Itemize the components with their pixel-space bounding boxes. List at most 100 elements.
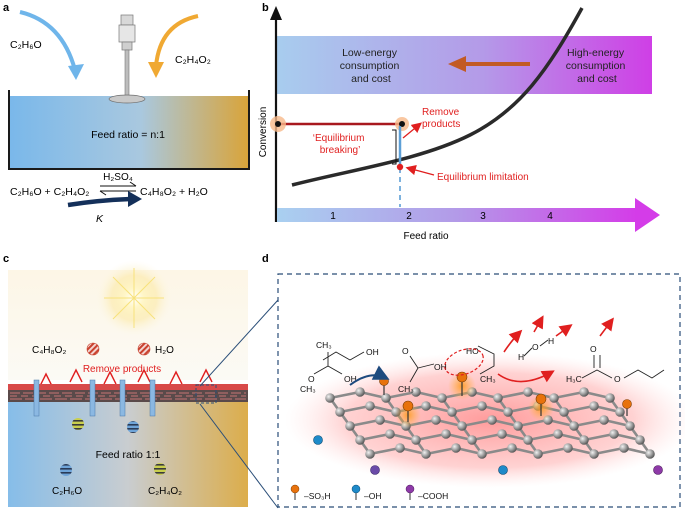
cooh-group-icon (370, 465, 380, 475)
lattice-atom (411, 387, 421, 397)
lattice-bond (349, 418, 381, 428)
panel-a: a C₂H₆O C₂H₄O₂ Feed ratio = n:1 C₂H₆O + … (3, 2, 250, 225)
equilibrium-curve (291, 7, 584, 187)
low-energy-label: Low-energy consumption and cost (340, 47, 402, 85)
zoom-line-top (199, 299, 279, 387)
lattice-bond (415, 432, 447, 442)
rate-arrow (67, 196, 133, 208)
panel-d: d OH (262, 253, 685, 508)
lattice-atom (345, 421, 355, 431)
gain-bracket (392, 129, 397, 165)
lattice-bond (553, 390, 585, 400)
lattice-atom (599, 415, 609, 425)
lattice-bond (537, 446, 569, 456)
lattice-bond (497, 390, 529, 400)
lattice-atom (365, 449, 375, 459)
svg-text:HO: HO (466, 346, 479, 356)
catalyst-label: H₂SO₄ (103, 172, 133, 183)
lattice-atom (625, 421, 635, 431)
svg-text:CH₃: CH₃ (316, 340, 332, 350)
svg-text:O: O (402, 346, 409, 356)
liquid-phase (8, 402, 248, 507)
lattice-atom (385, 429, 395, 439)
panel-letter-b: b (262, 2, 269, 14)
panel-letter-d: d (262, 253, 269, 265)
equilibrium-limitation-label: Equilibrium limitation (437, 172, 529, 183)
lattice-atom (579, 435, 589, 445)
lattice-bond (359, 432, 391, 442)
lattice-atom (523, 435, 533, 445)
legend-oh-label: –OH (364, 491, 381, 501)
lattice-atom (325, 393, 335, 403)
ethanol-molecule-icon (127, 421, 139, 433)
feed-ratio-label-c: Feed ratio 1:1 (96, 449, 161, 461)
equilibrium-arrows (99, 181, 137, 196)
reactor-liquid (10, 96, 248, 168)
remove-products-arrow (402, 122, 423, 139)
equilibrium-breaking-label: ‘Equilibrium breaking’ (313, 133, 367, 156)
x-axis-arrowhead (635, 198, 660, 232)
upward-arrows (39, 368, 213, 387)
lattice-bond (481, 446, 513, 456)
lattice-bond (573, 418, 605, 428)
catalyst-glow (285, 352, 685, 488)
lattice-bond (517, 418, 549, 428)
lattice-atom (553, 429, 563, 439)
svg-text:CH₃: CH₃ (398, 384, 414, 394)
lattice-bond (593, 446, 625, 456)
lattice-atom (635, 435, 645, 445)
so3h-group-icon (456, 371, 468, 383)
ethanol-molecule-icon (60, 464, 72, 476)
zoom-line-bottom (199, 403, 279, 509)
reactant-acid-label-c: C₂H₄O₂ (148, 486, 182, 497)
start-point (275, 121, 281, 127)
oh-group-icon (498, 465, 508, 475)
legend-so3h-label: –SO₃H (304, 491, 331, 501)
lattice-atom (421, 449, 431, 459)
acid-molecule-icon (72, 418, 84, 430)
so3h-group-icon (535, 393, 547, 405)
remove-products-label-c: Remove products (83, 364, 161, 375)
lattice-bond (385, 390, 417, 400)
limitation-arrow (405, 165, 435, 176)
remove-products-label: Remove products (422, 107, 462, 130)
sun-rays (104, 268, 164, 328)
membrane-top-layer (8, 384, 248, 390)
graphene-lattice (325, 387, 655, 459)
lattice-atom (497, 429, 507, 439)
x-tick-label: 2 (406, 211, 412, 222)
reactant-ethanol-label: C₂H₆O (10, 39, 42, 51)
feed-ratio-label: Feed ratio = n:1 (91, 129, 165, 141)
channel-pillars (33, 379, 156, 417)
y-axis-label: Conversion (258, 107, 269, 158)
lattice-atom (605, 393, 615, 403)
lattice-atom (381, 393, 391, 403)
x-axis-label: Feed ratio (403, 231, 448, 242)
membrane-stripes (10, 392, 246, 400)
svg-text:CH₃: CH₃ (480, 374, 496, 384)
svg-text:O: O (532, 342, 539, 352)
lattice-atom (431, 415, 441, 425)
x-axis-bar (277, 208, 637, 222)
lattice-atom (477, 401, 487, 411)
lattice-atom (609, 429, 619, 439)
so3h-group-icon (402, 400, 414, 412)
lattice-atom (533, 449, 543, 459)
lattice-atom (437, 393, 447, 403)
lattice-atom (487, 415, 497, 425)
limitation-point (396, 163, 404, 171)
lattice-bond (451, 404, 483, 414)
lattice-atom (569, 421, 579, 431)
so3h-legend-icon (290, 484, 300, 494)
lattice-bond (563, 404, 595, 414)
x-tick-labels: 1 2 3 4 (330, 211, 553, 222)
svg-text:H: H (518, 352, 524, 362)
direction-arrowhead (448, 56, 466, 72)
equation-reactants: C₂H₆O + C₂H₄O₂ (10, 186, 89, 198)
ethanol-arrowhead (68, 64, 84, 80)
lattice-atom (457, 421, 467, 431)
reactant-molecules: OH CH₃ O CH₃ OH O CH₃ OH HO CH₃ H O H O … (300, 336, 665, 394)
lattice-atom (523, 387, 533, 397)
high-energy-label: High-energy consumption and cost (566, 47, 628, 85)
lattice-atom (563, 443, 573, 453)
